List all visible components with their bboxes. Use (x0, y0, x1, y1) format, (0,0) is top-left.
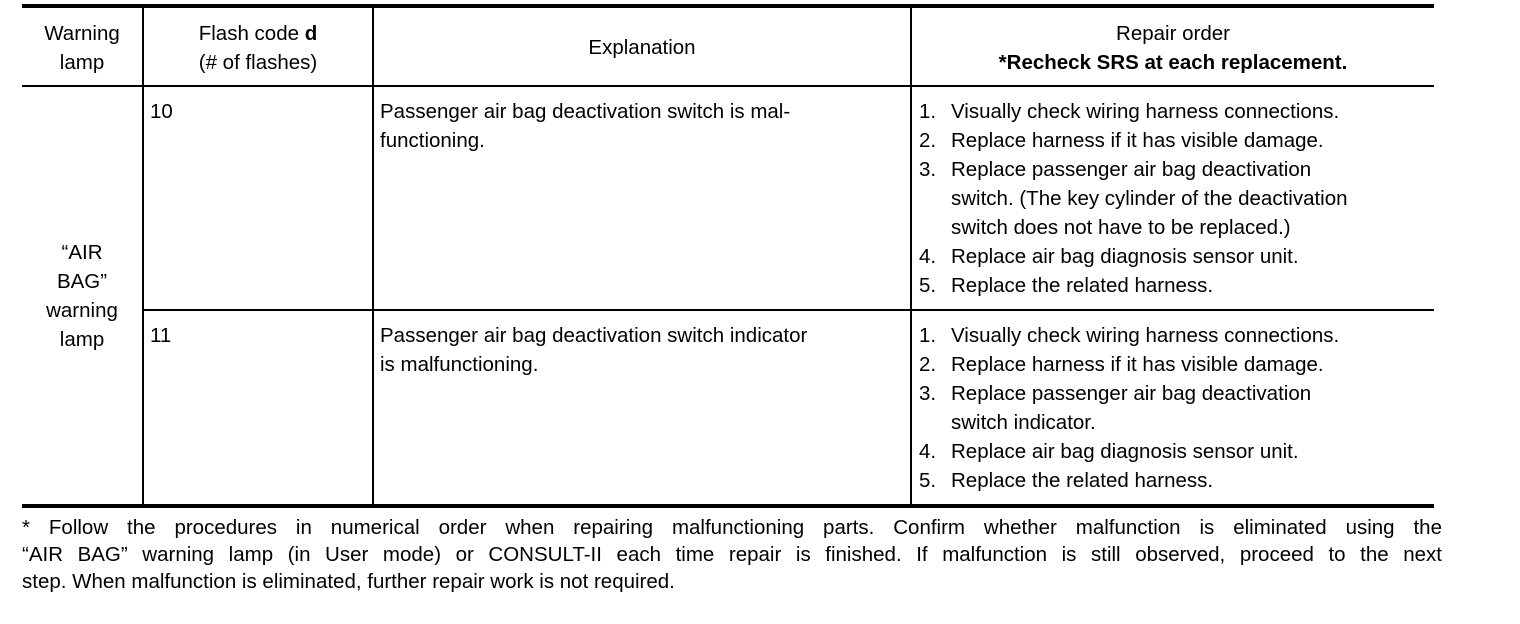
footnote-line: step. When malfunction is eliminated, fu… (22, 570, 675, 593)
step-line: Replace passenger air bag deactivation (951, 158, 1312, 181)
step-number: 3. (919, 158, 937, 181)
step-line: switch does not have to be replaced.) (951, 216, 1291, 239)
repair-step: 4. Replace air bag diagnosis sensor unit… (919, 242, 1431, 271)
header-explanation: Explanation (588, 36, 696, 59)
step-text: Replace passenger air bag deactivation s… (951, 155, 1431, 242)
repair-step: 1. Visually check wiring harness connect… (919, 321, 1431, 350)
step-line: Replace the related harness. (951, 274, 1214, 297)
step-number: 3. (919, 382, 937, 405)
step-text: Replace the related harness. (951, 271, 1431, 300)
step-number: 2. (919, 129, 937, 152)
step-number: 4. (919, 440, 937, 463)
step-number: 5. (919, 469, 937, 492)
step-line: Replace the related harness. (951, 469, 1214, 492)
step-text: Replace air bag diagnosis sensor unit. (951, 437, 1431, 466)
header-warning-lamp: Warning lamp (22, 19, 142, 77)
explanation-line: functioning. (380, 129, 485, 152)
warning-lamp-cell: “AIR BAG” warning lamp (22, 238, 142, 354)
step-line: Visually check wiring harness connection… (951, 324, 1340, 347)
footnote-line: * Follow the procedures in numerical ord… (22, 516, 1442, 539)
column-divider (142, 8, 144, 504)
repair-step: 5. Replace the related harness. (919, 466, 1431, 495)
step-number: 1. (919, 100, 937, 123)
table-bottom-rule (22, 504, 1434, 508)
repair-step: 1. Visually check wiring harness connect… (919, 97, 1431, 126)
explanation-line: is malfunctioning. (380, 353, 539, 376)
step-number: 5. (919, 274, 937, 297)
repair-step: 3. Replace passenger air bag deactivatio… (919, 155, 1431, 242)
repair-step: 5. Replace the related harness. (919, 271, 1431, 300)
step-number: 2. (919, 353, 937, 376)
step-line: Visually check wiring harness connection… (951, 100, 1340, 123)
step-text: Replace the related harness. (951, 466, 1431, 495)
step-line: Replace harness if it has visible damage… (951, 353, 1324, 376)
step-number: 1. (919, 324, 937, 347)
table-top-rule (22, 4, 1434, 8)
header-repair-order-note: *Recheck SRS at each replacement. (998, 51, 1348, 74)
footnote-line: “AIR BAG” warning lamp (in User mode) or… (22, 543, 1442, 566)
repair-step: 2. Replace harness if it has visible dam… (919, 126, 1431, 155)
row-divider (142, 309, 1434, 311)
explanation-line: Passenger air bag deactivation switch is… (380, 100, 791, 123)
repair-order-cell: 1. Visually check wiring harness connect… (919, 321, 1431, 495)
column-divider (910, 8, 912, 504)
step-line: switch. (The key cylinder of the deactiv… (951, 187, 1348, 210)
warning-lamp-line: warning (46, 299, 118, 322)
header-repair-order: Repair order *Recheck SRS at each replac… (912, 19, 1434, 77)
header-repair-order-line1: Repair order (1116, 22, 1230, 45)
header-flash-code: Flash code d (# of flashes) (144, 19, 372, 77)
warning-lamp-line: lamp (59, 328, 105, 351)
step-line: Replace air bag diagnosis sensor unit. (951, 245, 1299, 268)
step-text: Replace passenger air bag deactivation s… (951, 379, 1431, 437)
header-flash-code-line2: (# of flashes) (198, 51, 318, 74)
repair-step: 2. Replace harness if it has visible dam… (919, 350, 1431, 379)
warning-lamp-line: BAG” (56, 270, 108, 293)
explanation-cell: Passenger air bag deactivation switch is… (380, 97, 900, 155)
header-flash-code-text: Flash code (198, 22, 305, 45)
header-flash-code-symbol: d (304, 22, 318, 45)
step-text: Replace air bag diagnosis sensor unit. (951, 242, 1431, 271)
step-number: 4. (919, 245, 937, 268)
explanation-line: Passenger air bag deactivation switch in… (380, 324, 808, 347)
step-line: Replace air bag diagnosis sensor unit. (951, 440, 1299, 463)
warning-lamp-line: “AIR (61, 241, 103, 264)
flash-code-cell: 10 (150, 100, 173, 123)
step-text: Visually check wiring harness connection… (951, 97, 1431, 126)
repair-order-cell: 1. Visually check wiring harness connect… (919, 97, 1431, 300)
step-text: Visually check wiring harness connection… (951, 321, 1431, 350)
step-line: switch indicator. (951, 411, 1096, 434)
header-warning-lamp-line: Warning (44, 22, 120, 45)
header-warning-lamp-line: lamp (59, 51, 105, 74)
footnote: * Follow the procedures in numerical ord… (22, 514, 1442, 595)
step-text: Replace harness if it has visible damage… (951, 126, 1431, 155)
header-flash-code-line1: Flash code d (144, 19, 372, 48)
step-text: Replace harness if it has visible damage… (951, 350, 1431, 379)
step-line: Replace passenger air bag deactivation (951, 382, 1312, 405)
repair-step: 4. Replace air bag diagnosis sensor unit… (919, 437, 1431, 466)
column-divider (372, 8, 374, 504)
repair-step: 3. Replace passenger air bag deactivatio… (919, 379, 1431, 437)
header-divider (22, 85, 1434, 87)
explanation-cell: Passenger air bag deactivation switch in… (380, 321, 900, 379)
flash-code-cell: 11 (150, 324, 172, 347)
step-line: Replace harness if it has visible damage… (951, 129, 1324, 152)
